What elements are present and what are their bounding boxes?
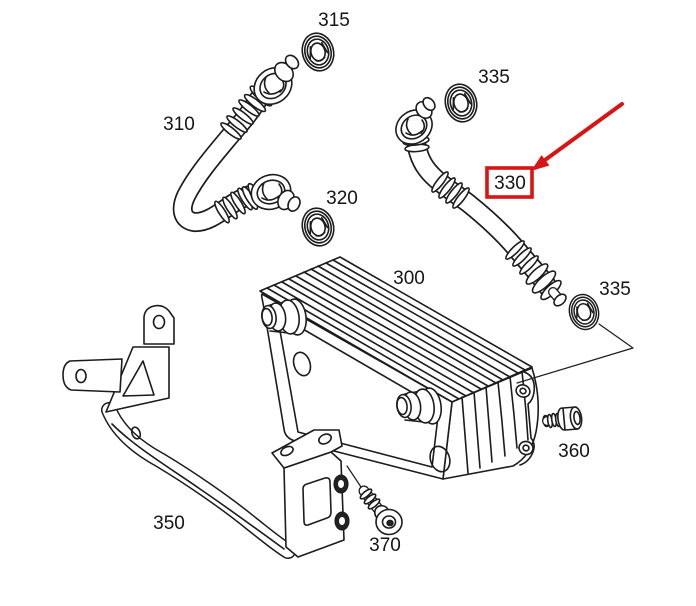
mounting-bracket-drawing: [62, 304, 350, 559]
selection-arrow: [531, 102, 624, 171]
callout-370[interactable]: 370: [369, 535, 401, 556]
seal-335-upper-drawing: [440, 79, 482, 127]
callout-300[interactable]: 300: [393, 268, 425, 289]
callout-330[interactable]: 330: [494, 173, 526, 194]
selected-part-highlight-box: [485, 166, 534, 199]
callout-335-upper[interactable]: 335: [478, 67, 510, 88]
callout-310[interactable]: 310: [163, 114, 195, 135]
callout-360[interactable]: 360: [558, 441, 590, 462]
seal-315-drawing: [297, 28, 339, 76]
callout-350[interactable]: 350: [153, 513, 185, 534]
callout-335-lower[interactable]: 335: [599, 279, 631, 300]
screw-370-drawing: [346, 465, 403, 536]
callout-315[interactable]: 315: [318, 10, 350, 31]
oil-hose-right-drawing: [395, 96, 567, 307]
seal-320-drawing: [297, 203, 339, 251]
seal-335-lower-drawing: [564, 290, 604, 334]
bolt-360-drawing: [542, 406, 583, 431]
leader-line-335: [516, 323, 634, 384]
callout-320[interactable]: 320: [326, 188, 358, 209]
oil-hose-left-drawing: [172, 54, 301, 233]
